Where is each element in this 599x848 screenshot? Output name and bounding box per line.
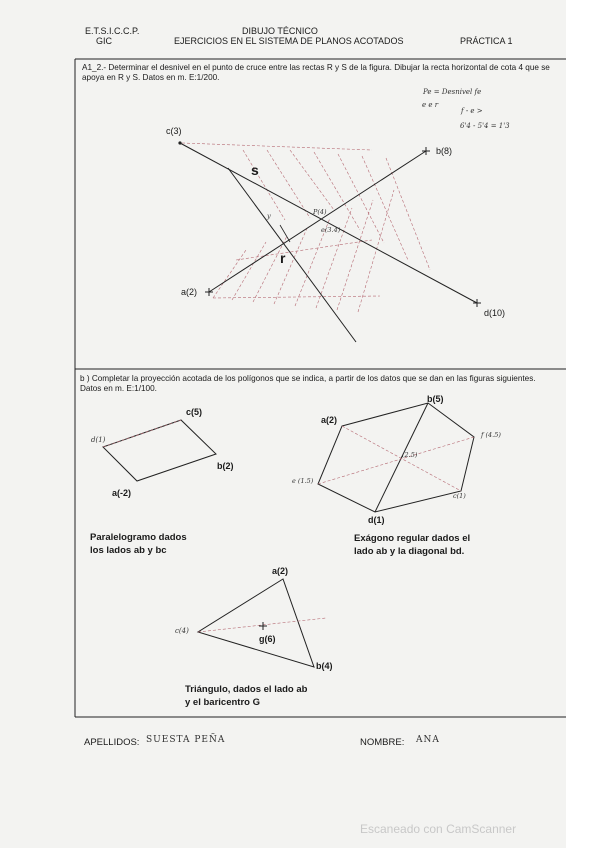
tri-b-label: b(4)	[316, 661, 333, 671]
name-value: ANA	[416, 735, 440, 745]
hex-b-label: b(5)	[427, 394, 444, 404]
hex-caption-1: Exágono regular dados el	[354, 533, 471, 544]
part-b-statement: b ) Completar la proyección acotada de l…	[80, 374, 536, 393]
para-a-label: a(-2)	[112, 488, 132, 498]
surname-value: SUESTA PEÑA	[146, 735, 226, 745]
scanner-watermark: Escaneado con CamScanner	[360, 822, 517, 836]
hex-d-label: d(1)	[368, 515, 385, 525]
triangle-shape	[196, 578, 315, 668]
mark-y-label: y	[267, 212, 271, 220]
point-p-label: P(4)	[313, 208, 327, 216]
hex-e-label: e (1.5)	[292, 477, 314, 485]
tri-c-label: c(4)	[175, 627, 189, 635]
hex-mid-label: (2.5)	[402, 451, 418, 459]
parallelogram-shape	[102, 419, 217, 482]
point-b-label: b(8)	[436, 146, 453, 156]
note-line-3: f - e >	[461, 107, 483, 115]
tri-g-label: g(6)	[259, 634, 276, 644]
point-e-label: e(3.4)	[321, 226, 341, 234]
hexagon-shape	[317, 402, 475, 513]
para-caption-1: Paralelogramo dados	[90, 532, 187, 543]
line-r	[208, 150, 427, 293]
para-caption-2: los lados ab y bc	[90, 545, 167, 556]
para-d-label: d(1)	[91, 436, 106, 444]
school-name: E.T.S.I.C.C.P.	[85, 26, 140, 36]
tri-a-label: a(2)	[272, 566, 289, 576]
part-a-statement: A1_2.- Determinar el desnivel en el punt…	[82, 63, 550, 82]
point-c-label: c(3)	[166, 126, 182, 136]
hex-f-label: f (4.5)	[481, 431, 501, 439]
tri-caption-1: Triángulo, dados el lado ab	[185, 684, 308, 695]
sheet-subtitle: EJERCICIOS EN EL SISTEMA DE PLANOS ACOTA…	[174, 36, 404, 46]
page-edge	[566, 0, 599, 848]
course-title: DIBUJO TÉCNICO	[242, 26, 318, 36]
name-label: NOMBRE:	[360, 737, 405, 748]
line-s	[179, 142, 478, 304]
note-line-4: 6'4 - 5'4 = 1'3	[460, 122, 510, 130]
department: GIC	[96, 36, 113, 46]
hex-a-label: a(2)	[321, 415, 338, 425]
line-r-label: r	[280, 250, 286, 266]
para-c-label: c(5)	[186, 407, 203, 417]
para-b-label: b(2)	[217, 461, 234, 471]
hex-caption-2: lado ab y la diagonal bd.	[354, 546, 465, 557]
surname-label: APELLIDOS:	[84, 737, 140, 748]
point-d-label: d(10)	[484, 308, 506, 318]
note-line-1: Pe = Desnivel fe	[423, 88, 482, 96]
note-line-2: e e r	[422, 101, 439, 109]
hex-c-label: c(1)	[453, 492, 466, 500]
tri-caption-2: y el baricentro G	[185, 697, 260, 708]
practice-number: PRÁCTICA 1	[460, 36, 513, 46]
point-a-label: a(2)	[181, 287, 198, 297]
line-s-label: s	[251, 162, 259, 178]
